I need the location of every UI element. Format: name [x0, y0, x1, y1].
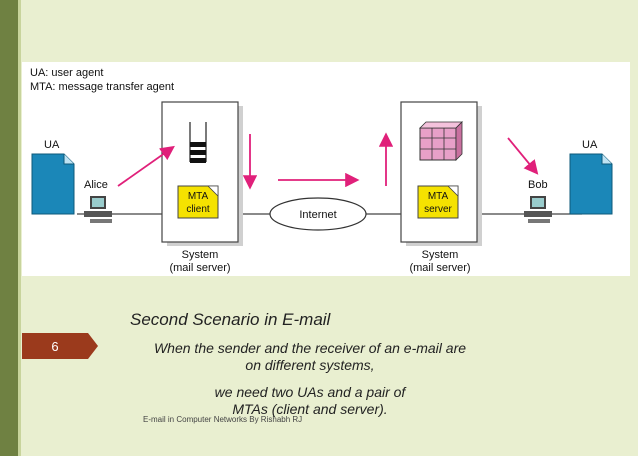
alice-label: Alice: [84, 179, 108, 191]
email-diagram: UA Alice MTA client System (mail server): [22, 62, 630, 276]
legend-ua: UA: user agent: [30, 67, 104, 79]
mta-server-label-1: MTA: [428, 191, 449, 202]
legend-mta: MTA: message transfer agent: [30, 81, 175, 93]
left-ua-document-icon: [31, 153, 75, 215]
body-paragraph-2: we need two UAs and a pair of MTAs (clie…: [100, 384, 520, 418]
body-paragraph-1: When the sender and the receiver of an e…: [100, 340, 520, 374]
right-ua-document-icon: [569, 153, 613, 215]
internet-label: Internet: [299, 209, 336, 221]
mta-server-label-2: server: [424, 204, 452, 215]
left-decorative-strip: [0, 0, 18, 456]
queue-icon: [189, 122, 207, 163]
left-system-box: [161, 101, 239, 243]
right-ua-label: UA: [582, 139, 598, 151]
body-line-1: When the sender and the receiver of an e…: [153, 340, 467, 356]
footer-text: E-mail in Computer Networks By Rishabh R…: [143, 415, 303, 424]
right-system-label-2: (mail server): [409, 262, 470, 274]
alice-computer-icon: [84, 196, 112, 223]
arrow-alice-to-queue: [117, 145, 175, 187]
slide-title: Second Scenario in E-mail: [130, 310, 331, 329]
body-line-2: on different systems,: [245, 357, 375, 373]
slide-number-arrow: [88, 333, 98, 359]
arrow-to-bob: [507, 137, 539, 175]
left-system-label-1: System: [182, 249, 219, 261]
mta-server-box: [417, 185, 459, 219]
bob-label: Bob: [528, 179, 548, 191]
body-line-4: MTAs (client and server).: [232, 401, 388, 417]
left-strip-border: [18, 0, 21, 456]
bob-computer-icon: [524, 196, 552, 223]
body-line-3: we need two UAs and a pair of: [214, 384, 406, 400]
mta-client-label-1: MTA: [188, 191, 209, 202]
left-system-label-2: (mail server): [169, 262, 230, 274]
left-ua-label: UA: [44, 139, 60, 151]
right-system-label-1: System: [422, 249, 459, 261]
legend: UA: user agent MTA: message transfer age…: [30, 66, 174, 94]
mta-client-label-2: client: [186, 204, 210, 215]
mailbox-icon: [419, 121, 463, 161]
slide-number: 6: [22, 333, 88, 359]
mta-client-box: [177, 185, 219, 219]
internet-cloud: [269, 197, 367, 231]
